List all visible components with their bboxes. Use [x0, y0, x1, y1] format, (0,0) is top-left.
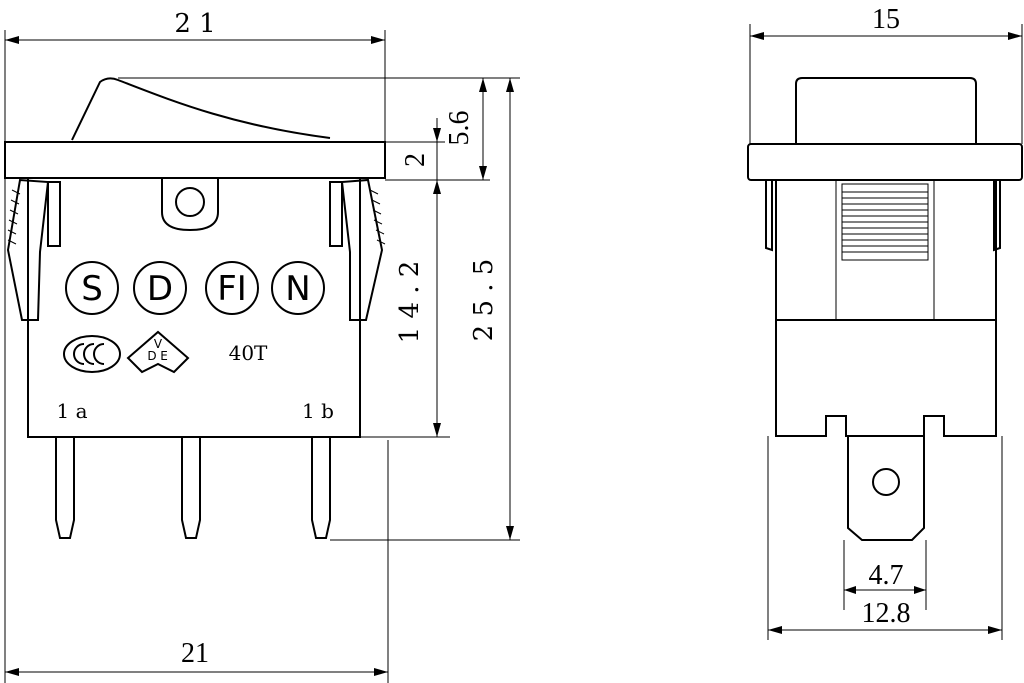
dim-top-width-text: 2 1	[174, 9, 215, 39]
terminal-1a-label: 1 a	[56, 399, 87, 423]
mark-s-text: S	[81, 269, 103, 309]
dim-side-width-text: 15	[872, 4, 900, 35]
terminal-hole	[872, 468, 900, 496]
svg-text:E: E	[160, 349, 168, 363]
side-terminal	[847, 436, 925, 541]
left-clip-slot	[47, 181, 61, 247]
rocker-actuator	[71, 77, 331, 141]
front-view: S D FI N V D E 40T 1 a 1 b	[4, 9, 520, 683]
side-actuator	[795, 77, 977, 144]
svg-text:D: D	[147, 349, 156, 363]
tab-hole	[175, 187, 205, 217]
mark-d: D	[133, 261, 187, 315]
flange	[4, 141, 386, 179]
dim-body-text: 1 4 . 2	[395, 261, 425, 344]
mounting-tab	[161, 178, 219, 232]
mark-n: N	[271, 261, 325, 315]
mark-d-text: D	[147, 269, 173, 309]
housing-body	[27, 178, 361, 438]
mark-fi: FI	[205, 261, 259, 315]
pin-left	[55, 437, 75, 539]
pin-center	[181, 437, 201, 539]
right-spring-clip	[340, 178, 384, 321]
spring-hatch	[841, 183, 929, 261]
dim-flange-text: 2	[400, 153, 431, 167]
mark-fi-text: FI	[217, 269, 247, 309]
dim-bottom-width-text: 21	[181, 638, 209, 669]
side-flange	[747, 143, 1023, 181]
side-body	[775, 180, 997, 437]
right-clip-slot	[329, 181, 343, 247]
side-view: 15 4.7 12.8	[747, 4, 1023, 640]
svg-text:V: V	[154, 337, 163, 351]
pin-right	[311, 437, 331, 539]
dim-base-text: 12.8	[862, 598, 911, 629]
mark-s: S	[65, 261, 119, 315]
dim-terminal-text: 4.7	[869, 560, 904, 591]
ccc-logo	[63, 335, 121, 373]
dim-total-text: 2 5 . 5	[469, 259, 499, 342]
mark-n-text: N	[285, 269, 310, 309]
vde-logo: V D E	[126, 330, 190, 374]
rating-label: 40T	[229, 341, 268, 365]
terminal-1b-label: 1 b	[302, 399, 334, 423]
dim-actuator-text: 5.6	[444, 111, 475, 146]
